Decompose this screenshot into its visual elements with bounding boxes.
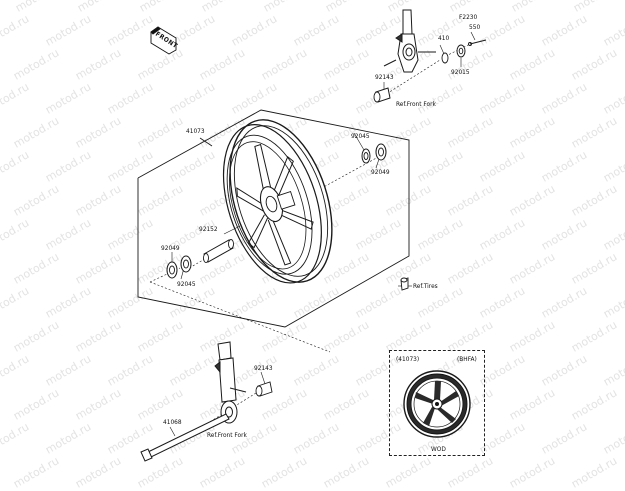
ref-front-fork-bottom: Ref.Front Fork <box>207 431 247 439</box>
front-fork-bottom <box>214 341 247 424</box>
label-92049-left: 92049 <box>161 244 180 252</box>
inset-code: (BHFA) <box>457 355 477 363</box>
washer-410 <box>441 52 449 64</box>
label-41073: 41073 <box>186 127 205 135</box>
ref-tires: Ref.Tires <box>413 282 438 290</box>
label-92152: 92152 <box>199 225 218 233</box>
nut-92015 <box>456 44 466 58</box>
inset-wheel-illustration <box>403 370 471 438</box>
front-direction-badge <box>150 26 177 55</box>
diagram-drawing <box>137 9 487 462</box>
inset-caption: WOD <box>431 445 446 453</box>
label-92049-right: 92049 <box>371 168 390 176</box>
label-92143-top: 92143 <box>375 73 394 81</box>
label-92045-left: 92045 <box>177 280 196 288</box>
seal-92045-right <box>361 148 371 164</box>
spacer-92152 <box>203 239 234 263</box>
seal-92045-left <box>180 255 192 273</box>
collar-92143-bottom <box>255 381 273 397</box>
bearing-92049-right <box>375 143 387 161</box>
inset-panel <box>389 350 485 456</box>
bearing-92049-left <box>166 261 178 279</box>
valve-stem <box>400 277 409 291</box>
front-fork-top <box>383 9 436 73</box>
front-wheel-41073 <box>222 119 333 284</box>
axle-41068 <box>140 413 230 462</box>
label-410: 410 <box>438 34 450 42</box>
label-92143-bottom: 92143 <box>254 364 273 372</box>
assembly-frame <box>137 109 410 328</box>
collar-92143-top <box>373 87 391 103</box>
inset-part-number: (41073) <box>396 355 420 363</box>
label-550: 550 <box>469 23 481 31</box>
label-92045-right: 92045 <box>351 132 370 140</box>
label-92015: 92015 <box>451 68 470 76</box>
label-41068: 41068 <box>163 418 182 426</box>
cotter-pin-F2230 <box>468 39 487 46</box>
ref-front-fork-top: Ref.Front Fork <box>396 100 436 108</box>
label-F2230: F2230 <box>459 13 478 21</box>
